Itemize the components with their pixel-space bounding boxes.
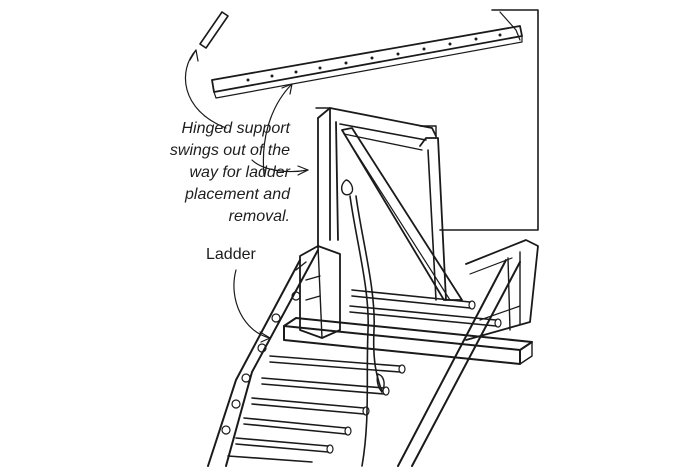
wall-cleat: [465, 239, 539, 341]
cross-beam: [283, 317, 533, 365]
hinged-support-label: Hinged support swings out of the way for…: [169, 120, 290, 225]
ladder-label: Ladder: [206, 246, 256, 263]
hinged-support-rail: [211, 25, 523, 99]
ladder: [207, 249, 521, 467]
support-post: [299, 245, 341, 339]
rope: [349, 195, 385, 467]
hinge-bracket: [199, 11, 229, 49]
wall-outline: [439, 9, 539, 231]
hanger-frame: [315, 107, 463, 301]
callout-arrows: [184, 49, 309, 343]
